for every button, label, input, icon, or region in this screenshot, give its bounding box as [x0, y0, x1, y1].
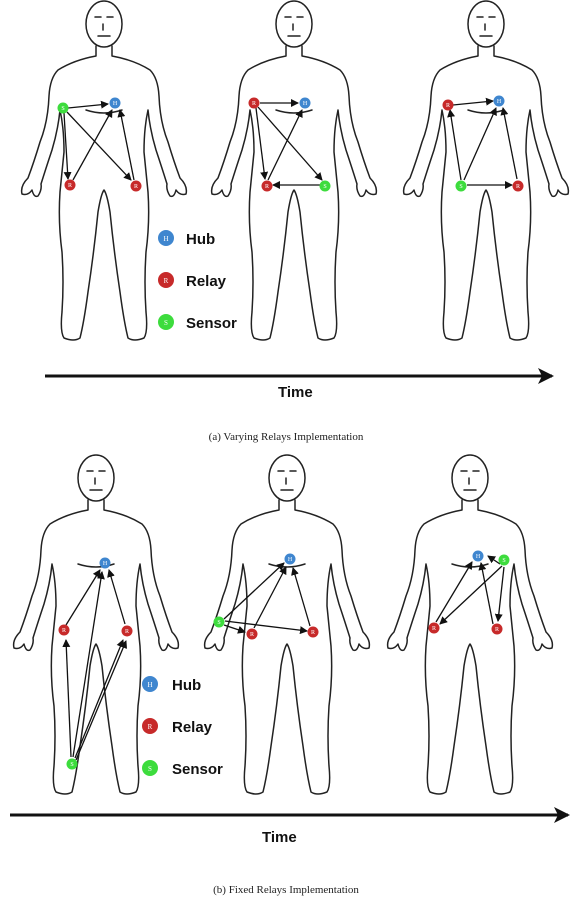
body-figure-b3	[388, 455, 553, 794]
arrows-a2	[256, 103, 322, 185]
legend-sensor-label: Sensor	[186, 315, 237, 332]
relay-node-letter: R	[311, 630, 315, 636]
body-figure-a2	[212, 1, 377, 340]
hub-node-letter: H	[288, 557, 293, 563]
legend-hub-label: Hub	[186, 231, 215, 248]
legend-sensor-letter: S	[164, 319, 168, 327]
relay-node-letter: R	[250, 632, 254, 638]
sensor-node-letter: S	[459, 184, 462, 190]
relay-node-letter: R	[68, 183, 72, 189]
legend-relay-label: Relay	[172, 719, 213, 736]
legend-hub-letter: H	[163, 235, 168, 243]
sensor-node-letter: S	[217, 620, 220, 626]
legend-b: H Hub R Relay S Sensor	[142, 676, 223, 778]
body-figure-a1	[22, 1, 187, 340]
legend-hub-label: Hub	[172, 677, 201, 694]
arrows-b1	[66, 570, 126, 760]
relay-node-letter: R	[134, 184, 138, 190]
legend-sensor-letter: S	[148, 765, 152, 773]
caption-b: (b) Fixed Relays Implementation	[0, 884, 572, 896]
hub-node-letter: H	[476, 554, 481, 560]
legend-relay-label: Relay	[186, 273, 227, 290]
legend-relay-letter: R	[164, 277, 169, 285]
body-figure-a3	[404, 1, 569, 340]
relay-node-letter: R	[432, 626, 436, 632]
caption-a: (a) Varying Relays Implementation	[0, 431, 572, 443]
hub-node-letter: H	[303, 101, 308, 107]
sensor-node-letter: S	[502, 558, 505, 564]
sensor-node-letter: S	[70, 762, 73, 768]
body-figure-b2	[205, 455, 370, 794]
hub-node-letter: H	[103, 561, 108, 567]
relay-node-letter: R	[495, 627, 499, 633]
legend-sensor-label: Sensor	[172, 761, 223, 778]
legend-a: H Hub R Relay S Sensor	[158, 230, 237, 332]
relay-node-letter: R	[446, 103, 450, 109]
arrows-a1	[64, 104, 134, 180]
sensor-node-letter: S	[323, 184, 326, 190]
relay-node-letter: R	[265, 184, 269, 190]
relay-node-letter: R	[125, 629, 129, 635]
hub-node-letter: H	[497, 99, 502, 105]
legend-relay-letter: R	[148, 723, 153, 731]
body-figure-b1	[14, 455, 179, 794]
arrows-b3	[436, 556, 504, 624]
legend-hub-letter: H	[147, 681, 152, 689]
relay-node-letter: R	[62, 628, 66, 634]
time-label-b: Time	[262, 829, 297, 846]
relay-node-letter: R	[516, 184, 520, 190]
sensor-node-letter: S	[61, 106, 64, 112]
relay-node-letter: R	[252, 101, 256, 107]
nodes-b3: H S R R	[429, 551, 510, 635]
time-label-a: Time	[278, 384, 313, 401]
hub-node-letter: H	[113, 101, 118, 107]
